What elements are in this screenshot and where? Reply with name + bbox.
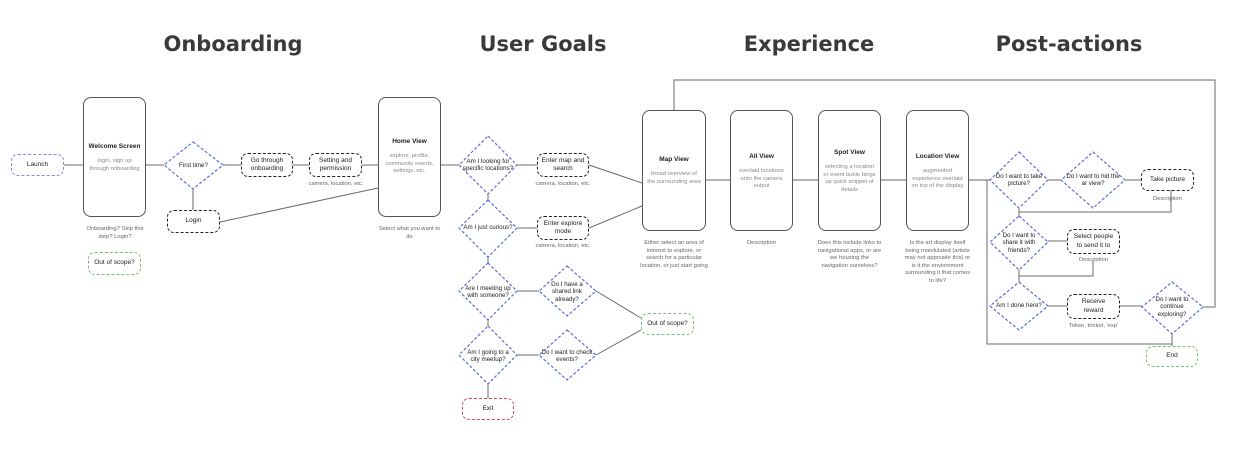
- spot-note: Does this include links to navigational …: [817, 240, 882, 269]
- go-through-onboarding-node: Go through onboarding: [241, 153, 293, 177]
- exit-node: Exit: [462, 398, 514, 420]
- all-desc: overlaid locations onto the camera outpu…: [739, 168, 784, 190]
- enter-map-note: camera, location, etc.: [535, 181, 591, 187]
- take-picture-node: Take picture: [1141, 169, 1194, 191]
- check-events-decision: Do I want to check events?: [541, 348, 593, 363]
- done-here-decision: Am I done here?: [996, 302, 1042, 310]
- reward-note: Token, trinket, 'exp': [1068, 323, 1119, 329]
- end-node: End: [1146, 346, 1198, 367]
- all-view-node: All View overlaid locations onto the cam…: [730, 110, 793, 231]
- welcome-screen-node: Welcome Screen login, sign up through on…: [83, 97, 146, 217]
- map-desc: broad overview of the surrounding area: [647, 171, 701, 185]
- select-people-node: Select people to send it to: [1067, 229, 1120, 254]
- location-title: Location View: [915, 153, 960, 160]
- location-note: Is the art display itself being manilula…: [904, 240, 971, 284]
- goals-out-of-scope: Out of scope?: [641, 313, 694, 335]
- enter-explore-node: Enter explore mode: [537, 216, 589, 240]
- header-user-goals: User Goals: [479, 32, 607, 56]
- onboarding-out-of-scope: Out of scope?: [88, 252, 141, 275]
- continue-exploring-decision: Do I want to continue exploring?: [1155, 295, 1189, 318]
- all-title: All View: [749, 153, 774, 160]
- map-title: Map View: [659, 156, 689, 163]
- launch-node: Launch: [11, 154, 64, 176]
- meeting-up-decision: Are I meeting up with someone?: [465, 284, 511, 299]
- all-note: Description: [747, 240, 776, 246]
- enter-map-node: Enter map and search: [537, 153, 589, 177]
- city-meetup-decision: Am I going to a city meetup?: [467, 348, 509, 363]
- setting-note: camera, location, etc.: [308, 181, 364, 187]
- shared-link-decision: Do I have a shared link already?: [551, 280, 583, 303]
- enter-explore-note: camera, location, etc.: [535, 243, 591, 249]
- receive-reward-node: Receive reward: [1067, 294, 1120, 319]
- home-note: Select what you want to do: [378, 226, 441, 240]
- select-people-note: Description: [1079, 257, 1108, 263]
- location-desc: augmented experience overlaid on top of …: [911, 168, 964, 190]
- setting-permission-node: Setting and permission: [309, 153, 362, 177]
- first-time-decision: First time?: [179, 161, 208, 169]
- welcome-desc: login, sign up through onboarding: [89, 158, 140, 172]
- home-view-node: Home View explore, profile, community ev…: [378, 97, 441, 217]
- header-experience: Experience: [743, 32, 875, 56]
- curious-decision: Am I just curious?: [463, 224, 513, 232]
- share-friends-decision: Do I want to share it with friends?: [1002, 231, 1036, 254]
- hide-ar-decision: Do I want to hid the ar view?: [1066, 172, 1120, 187]
- home-desc: explore, profile, community events, sett…: [385, 153, 434, 175]
- spot-title: Spot View: [834, 149, 865, 156]
- take-picture-note: Description: [1153, 196, 1182, 202]
- specific-locations-decision: Am I looking for specific locations?: [462, 157, 514, 172]
- header-onboarding: Onboarding: [163, 32, 303, 56]
- map-note: Either select an area of interest to exp…: [640, 240, 708, 269]
- spot-view-node: Spot View selecting a location or event …: [818, 110, 881, 231]
- home-title: Home View: [392, 138, 427, 145]
- spot-desc: selecting a location or event buble bing…: [823, 164, 876, 193]
- welcome-title: Welcome Screen: [88, 143, 141, 150]
- location-view-node: Location View augmented experience overl…: [906, 110, 969, 231]
- take-picture-decision: Do I want to take picture?: [995, 172, 1043, 187]
- header-post-actions: Post-actions: [995, 32, 1143, 56]
- login-node: Login: [167, 210, 220, 233]
- welcome-note: Onboarding? Skip this step? Login?: [86, 226, 144, 240]
- map-view-node: Map View broad overview of the surroundi…: [642, 110, 706, 231]
